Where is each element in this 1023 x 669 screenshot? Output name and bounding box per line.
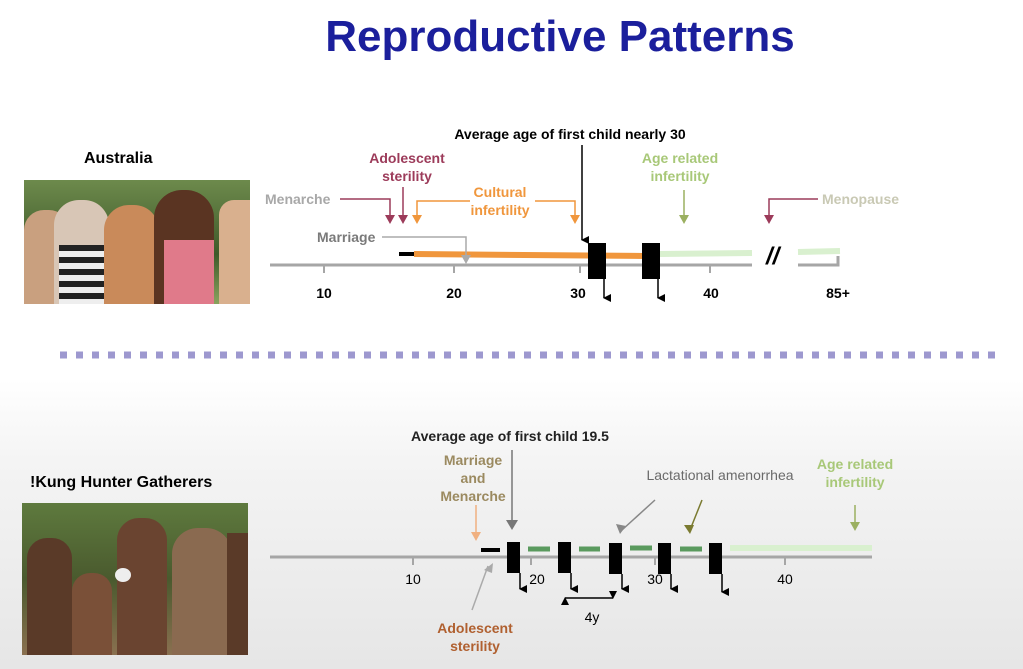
label-line: Adolescent xyxy=(437,620,513,636)
label-line: infertility xyxy=(650,168,710,184)
aus-age-related-infertility-label: Age related infertility xyxy=(642,149,718,185)
aus-marriage-label: Marriage xyxy=(317,229,376,245)
kung-lactational-label: Lactational amenorrhea xyxy=(646,467,794,483)
aus-tick-label: 10 xyxy=(316,285,332,301)
label-line: sterility xyxy=(450,638,500,654)
kung-first-child-label: Average age of first child 19.5 xyxy=(411,428,609,444)
arrowheads xyxy=(385,215,774,264)
label-line: Age related xyxy=(641,150,719,166)
label-line: Cultural xyxy=(473,184,527,200)
aus-tick-label: 30 xyxy=(570,285,586,301)
marriage-arrow-icon xyxy=(382,236,467,262)
kung-heading: !Kung Hunter Gatherers xyxy=(30,474,213,491)
aus-birth-block xyxy=(642,243,660,279)
birth-interval-label: 4y xyxy=(584,609,600,625)
aus-axis xyxy=(270,256,840,273)
australia-women-photo xyxy=(24,180,250,304)
kung-arrowheads xyxy=(471,520,860,573)
aus-tick-label: 20 xyxy=(446,285,462,301)
menarche-arrow-icon xyxy=(340,198,391,222)
kung-tick-label: 20 xyxy=(529,571,545,587)
aus-menopause-label: Menopause xyxy=(822,191,900,207)
kung-people-photo xyxy=(22,503,248,655)
aus-adolescent-sterility-label: Adolescent sterility xyxy=(369,149,444,185)
label-line: Menarche xyxy=(440,488,506,504)
kung-birth-blocks xyxy=(507,542,722,574)
label-line: and xyxy=(460,470,486,486)
label-line: Adolescent xyxy=(369,150,445,166)
aus-birth-block xyxy=(588,243,606,279)
kung-tick-label: 10 xyxy=(405,571,421,587)
menopause-arrow-icon xyxy=(768,198,818,222)
label-line: Age related xyxy=(816,456,894,472)
kung-birth-arrows xyxy=(519,573,729,596)
page-title: Reproductive Patterns xyxy=(325,12,795,61)
aus-tick-label: 40 xyxy=(703,285,719,301)
aus-age-infertility-bar xyxy=(797,248,841,255)
aus-first-child-label: Average age of first child nearly 30 xyxy=(454,126,686,142)
kung-adolescent-sterility-arrow-icon xyxy=(471,565,489,611)
kung-tick-label: 40 xyxy=(777,571,793,587)
label-line: infertility xyxy=(470,202,530,218)
cultural-infertility-arrow-icon xyxy=(416,200,470,222)
aus-tick-label: 85+ xyxy=(826,285,850,301)
lactational-arrow-icon xyxy=(621,499,656,531)
cultural-infertility-arrow-icon xyxy=(535,200,576,222)
axis-break-mark: // xyxy=(766,243,780,270)
kung-tick-label: 30 xyxy=(647,571,663,587)
lactational-amenorrhea-bars xyxy=(528,545,702,552)
kung-age-related-infertility-label: Age related infertility xyxy=(817,455,893,491)
aus-cultural-infertility-label: Cultural infertility xyxy=(470,183,529,219)
label-line: infertility xyxy=(825,474,885,490)
aus-menarche-label: Menarche xyxy=(265,191,331,207)
kung-adolescent-sterility-label: Adolescent sterility xyxy=(437,619,512,655)
label-line: Marriage xyxy=(443,452,503,468)
aus-cultural-infertility-bar xyxy=(413,251,646,259)
australia-heading: Australia xyxy=(84,150,153,167)
aus-age-infertility-bar xyxy=(659,250,753,257)
label-line: sterility xyxy=(382,168,432,184)
